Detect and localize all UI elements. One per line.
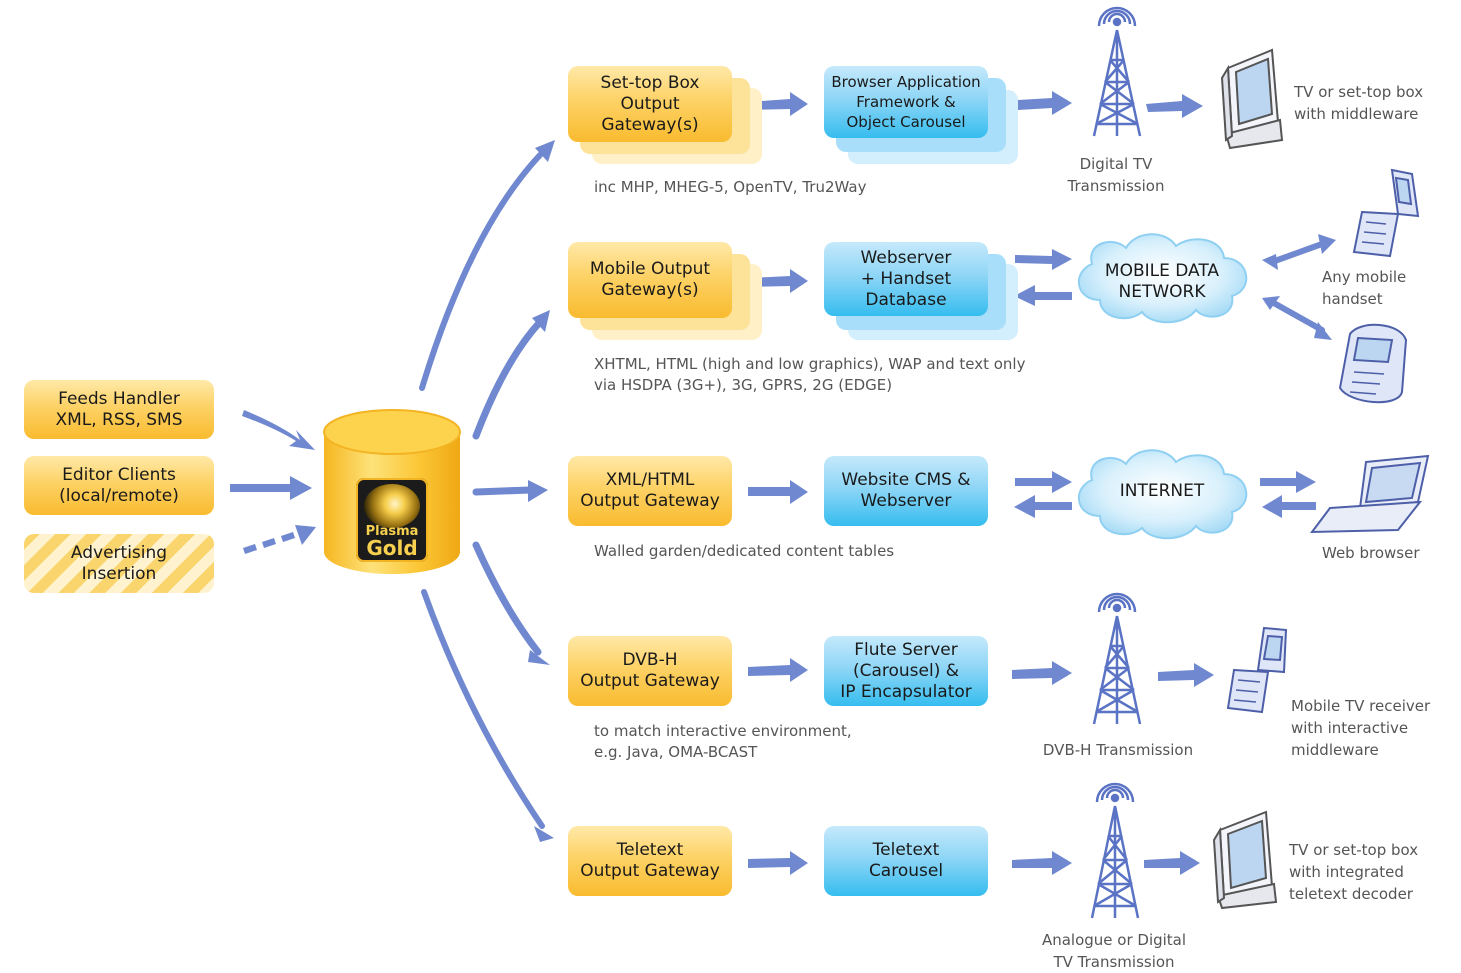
settop-gateway-box: Set-top Box Output Gateway(s) (568, 66, 732, 142)
logo-text-gold: Gold (366, 536, 418, 560)
dvbh-gateway-box: DVB-H Output Gateway (568, 636, 732, 706)
tower-digital-tv (1092, 6, 1142, 137)
logo-swirl-icon (364, 484, 420, 528)
phone-flip-icon (1352, 168, 1420, 258)
arrow-editor (230, 476, 312, 500)
arrow-feeds (242, 410, 315, 450)
settop-caption: inc MHP, MHEG-5, OpenTV, Tru2Way (594, 178, 867, 196)
dvbh-transmission-label: DVB-H Transmission (1042, 741, 1194, 759)
xml-gateway-box: XML/HTML Output Gateway (568, 456, 732, 526)
digital-tv-transmission-label: Digital TV Transmission (1067, 155, 1165, 195)
teletext-carousel-label: Teletext Carousel (868, 840, 944, 881)
feeds-handler-label: Feeds Handler XML, RSS, SMS (55, 388, 183, 430)
web-browser-label: Web browser (1322, 544, 1420, 562)
logo-text-plasma: Plasma (365, 524, 419, 539)
webserver-handset-label: Webserver + Handset Database (860, 247, 952, 310)
mobile-gateway-label: Mobile Output Gateway(s) (589, 259, 711, 300)
teletext-carousel-box: Teletext Carousel (824, 826, 988, 896)
xml-caption: Walled garden/dedicated content tables (594, 542, 895, 560)
mobile-data-network-label: MOBILE DATA NETWORK (1104, 261, 1220, 302)
editor-clients-label: Editor Clients (local/remote) (59, 464, 179, 506)
laptop-icon (1309, 454, 1430, 534)
teletext-gateway-label: Teletext Output Gateway (580, 840, 720, 881)
website-cms-box: Website CMS & Webserver (824, 456, 988, 526)
analogue-transmission-label: Analogue or Digital TV Transmission (1041, 931, 1187, 971)
webserver-handset-box: Webserver + Handset Database (824, 242, 988, 316)
cloud-internet (1077, 449, 1248, 540)
input-arrows (230, 410, 316, 554)
flute-server-label: Flute Server (Carousel) & IP Encapsulato… (840, 639, 972, 702)
plasma-gold-logo: Plasma Gold (356, 478, 428, 562)
mobile-caption: XHTML, HTML (high and low graphics), WAP… (594, 355, 1026, 394)
xml-gateway-label: XML/HTML Output Gateway (580, 470, 720, 511)
arrow-to-xml (472, 486, 534, 496)
arrow-to-settop (419, 152, 543, 391)
tv-icon-bottom (1212, 810, 1278, 910)
tower-analogue (1090, 782, 1140, 919)
advertising-insertion-label: Advertising Insertion (70, 542, 168, 584)
cloud-mobile-network (1077, 233, 1248, 324)
arrow-to-teletext (421, 589, 545, 829)
handset-arrows (1269, 241, 1325, 333)
mobile-tv-phone-icon (1226, 626, 1288, 714)
mobile-device-label: Any mobile handset (1322, 268, 1407, 308)
settop-gateway-label: Set-top Box Output Gateway(s) (600, 72, 700, 135)
advertising-insertion-box: Advertising Insertion (24, 534, 214, 593)
dvbh-gateway-label: DVB-H Output Gateway (580, 650, 720, 691)
teletext-gateway-box: Teletext Output Gateway (568, 826, 732, 896)
arrow-to-dvbh (472, 541, 542, 656)
teletext-device-label: TV or set-top box with integrated telete… (1289, 841, 1419, 903)
browser-framework-box: Browser Application Framework & Object C… (824, 66, 988, 138)
arrow-advertising-dashed (243, 525, 316, 554)
settop-device-label: TV or set-top box with middleware (1294, 83, 1424, 123)
arrow-to-mobile (472, 318, 544, 440)
feeds-handler-box: Feeds Handler XML, RSS, SMS (24, 380, 214, 439)
fanout-arrowheads (528, 140, 555, 842)
mobile-tv-receiver-label: Mobile TV receiver with interactive midd… (1291, 697, 1431, 759)
tv-icon-top (1220, 48, 1284, 150)
website-cms-label: Website CMS & Webserver (841, 470, 971, 511)
dvbh-caption: to match interactive environment, e.g. J… (594, 722, 852, 761)
tower-dvbh (1092, 592, 1142, 725)
mobile-gateway-box: Mobile Output Gateway(s) (568, 242, 732, 318)
phone-round-icon (1338, 323, 1408, 404)
browser-framework-label: Browser Application Framework & Object C… (831, 73, 981, 131)
fanout-arrows (419, 152, 545, 829)
internet-label: INTERNET (1119, 481, 1205, 501)
flute-server-box: Flute Server (Carousel) & IP Encapsulato… (824, 636, 988, 706)
flow-arrows (748, 91, 1316, 875)
editor-clients-box: Editor Clients (local/remote) (24, 456, 214, 515)
